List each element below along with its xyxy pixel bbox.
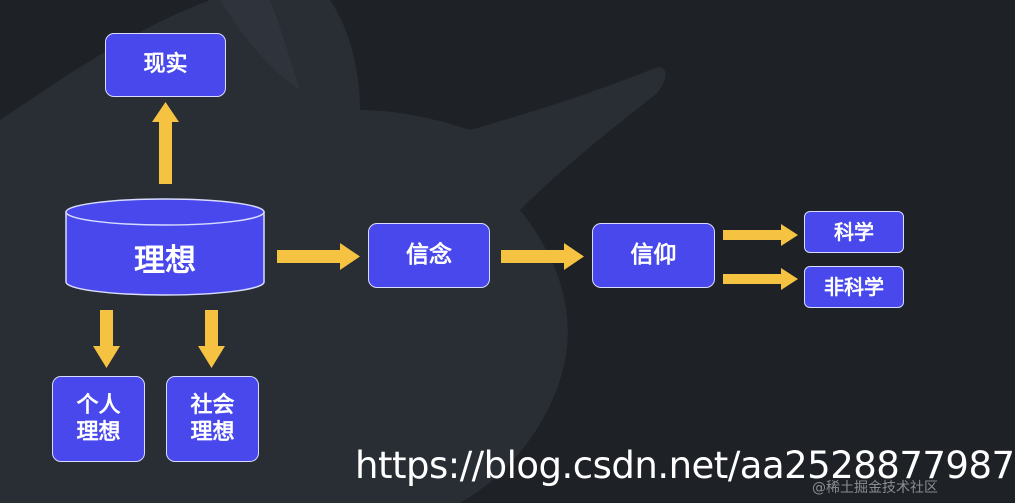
arrow-ideal-to-conviction [277,243,360,270]
node-non-science: 非科学 [804,266,904,308]
node-social-ideal-line2: 理想 [190,420,235,445]
ideal-cylinder-top [65,198,265,226]
node-reality: 现实 [105,33,226,97]
arrow-ideal-to-personal [93,310,120,368]
watermark-url: https://blog.csdn.net/aa2528877987 [355,444,1015,487]
node-social-ideal-line1: 社会 [190,392,235,418]
arrow-ideal-to-reality [152,102,179,184]
ideal-cylinder-body [65,211,265,296]
node-personal-ideal-line1: 个人 [76,392,121,418]
node-conviction: 信念 [368,223,490,288]
node-faith: 信仰 [592,223,715,288]
node-faith-label: 信仰 [630,242,677,269]
background-logo-ear [220,0,300,90]
ideal-cylinder [65,198,265,296]
node-conviction-label: 信念 [406,242,452,269]
node-personal-ideal-line2: 理想 [76,420,121,445]
watermark-community: @稀土掘金技术社区 [812,480,938,496]
node-personal-ideal: 个人 理想 [52,376,145,462]
arrow-faith-to-non-science [723,268,798,290]
node-science-label: 科学 [834,219,874,244]
arrow-conviction-to-faith [501,243,584,270]
node-non-science-label: 非科学 [824,274,884,299]
ideal-label: 理想 [134,242,196,279]
arrow-ideal-to-social [198,310,225,368]
arrow-faith-to-science [723,224,798,246]
node-science: 科学 [804,211,904,253]
node-social-ideal: 社会 理想 [166,376,259,462]
node-reality-label: 现实 [143,52,188,78]
arrows-layer [93,102,798,368]
